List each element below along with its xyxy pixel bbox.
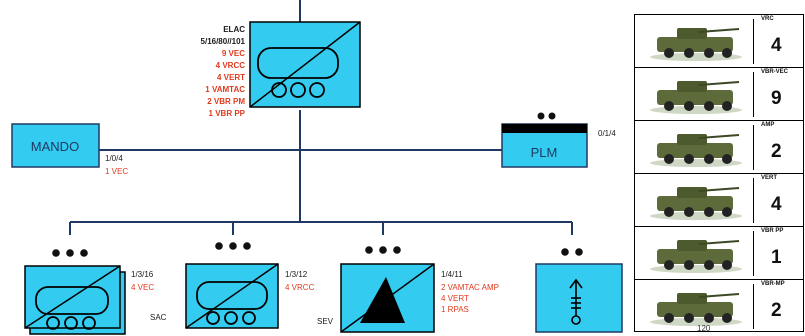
vehicle-type-label: VRC bbox=[761, 16, 774, 22]
vehicle-row[interactable]: 120 VBR-MP 2 bbox=[635, 280, 803, 333]
subunit-2-detail: 4 VRCC bbox=[285, 283, 315, 292]
triangle-icon bbox=[360, 277, 405, 323]
subunit-3-code: 1/4/11 bbox=[441, 270, 463, 279]
subunit-3-detail: 1 RPAS bbox=[441, 305, 469, 314]
armored-jeep-icon bbox=[639, 284, 754, 329]
tracked-vehicle-icon bbox=[196, 281, 268, 325]
subunit-2-symbol[interactable] bbox=[185, 263, 279, 329]
vehicle-row[interactable]: VERT 4 bbox=[635, 174, 803, 227]
vehicle-type-label: VERT bbox=[761, 175, 778, 181]
vehicle-count: 4 bbox=[771, 35, 782, 56]
mando-detail: 1 VEC bbox=[105, 167, 128, 176]
subunit-1-symbol[interactable] bbox=[24, 265, 126, 335]
tactical-truck-icon bbox=[639, 178, 754, 223]
subunit-4-echelon-dots bbox=[561, 248, 583, 256]
vehicle-summary-panel: VRC 4 VBR-VEC 9 AMP 2 VERT 4 bbox=[634, 14, 804, 333]
tactical-truck-icon bbox=[639, 125, 754, 170]
plm-label: PLM bbox=[531, 145, 558, 160]
hq-unit-symbol[interactable] bbox=[249, 21, 361, 108]
tracked-vehicle-icon bbox=[257, 47, 339, 98]
antenna-icon bbox=[569, 278, 583, 325]
wheeled-armored-vehicle-icon bbox=[639, 72, 754, 117]
vehicle-count: 2 bbox=[771, 300, 782, 321]
subunit-3-detail: 2 VAMTAC AMP bbox=[441, 283, 499, 292]
hq-item: 4 VRCC bbox=[216, 61, 246, 70]
plm-unit-symbol[interactable]: PLM bbox=[501, 123, 588, 168]
hq-item: 1 VAMTAC bbox=[205, 85, 245, 94]
subunit-3-echelon-dots bbox=[365, 246, 401, 254]
hq-item: 2 VBR PM bbox=[207, 97, 245, 106]
vehicle-row[interactable]: AMP 2 bbox=[635, 121, 803, 174]
hq-item: 9 VEC bbox=[222, 49, 245, 58]
subunit-2-echelon-dots bbox=[215, 242, 251, 250]
subunit-4-symbol[interactable] bbox=[535, 263, 623, 333]
vehicle-caption: 120 bbox=[697, 324, 711, 333]
subunit-3-tag: SEV bbox=[317, 317, 334, 326]
subunit-2-code: 1/3/12 bbox=[285, 270, 308, 279]
vehicle-count: 9 bbox=[771, 88, 782, 109]
hq-code: 5/16/80//101 bbox=[201, 37, 246, 46]
vehicle-type-label: VBR PP bbox=[761, 228, 784, 234]
vehicle-row[interactable]: VBR PP 1 bbox=[635, 227, 803, 280]
subunit-3-detail: 4 VERT bbox=[441, 294, 469, 303]
vehicle-count: 2 bbox=[771, 141, 782, 162]
subunit-1-tag: SAC bbox=[150, 313, 167, 322]
subunit-3-symbol[interactable] bbox=[340, 263, 435, 333]
subunit-1-echelon-dots bbox=[52, 249, 88, 257]
hq-item: 4 VERT bbox=[217, 73, 245, 82]
subunit-1-detail: 4 VEC bbox=[131, 283, 154, 292]
hq-item: 1 VBR PP bbox=[209, 109, 246, 118]
vehicle-row[interactable]: VBR-VEC 9 bbox=[635, 68, 803, 121]
connector-lines bbox=[69, 0, 573, 235]
vehicle-type-label: VBR-VEC bbox=[761, 69, 789, 75]
subunit-1-code: 1/3/16 bbox=[131, 270, 154, 279]
plm-echelon-dots bbox=[537, 112, 556, 120]
vehicle-row[interactable]: VRC 4 bbox=[635, 15, 803, 68]
mando-code: 1/0/4 bbox=[105, 154, 123, 163]
mando-unit-symbol[interactable]: MANDO bbox=[11, 123, 100, 168]
mando-label: MANDO bbox=[31, 139, 79, 154]
wheeled-gun-vehicle-icon bbox=[639, 19, 754, 64]
vehicle-type-label: AMP bbox=[761, 122, 775, 128]
subunit-3-detail-list: 2 VAMTAC AMP 4 VERT 1 RPAS bbox=[441, 283, 499, 314]
vehicle-count: 4 bbox=[771, 194, 782, 215]
plm-code: 0/1/4 bbox=[598, 129, 616, 138]
vehicle-count: 1 bbox=[771, 247, 782, 268]
hq-item-list: 9 VEC 4 VRCC 4 VERT 1 VAMTAC 2 VBR PM 1 VBR P… bbox=[205, 49, 245, 118]
tracked-vehicle-icon bbox=[35, 286, 109, 330]
vehicle-type-label: VBR-MP bbox=[761, 281, 785, 287]
armored-jeep-icon bbox=[639, 231, 754, 276]
hq-title: ELAC bbox=[223, 25, 245, 34]
